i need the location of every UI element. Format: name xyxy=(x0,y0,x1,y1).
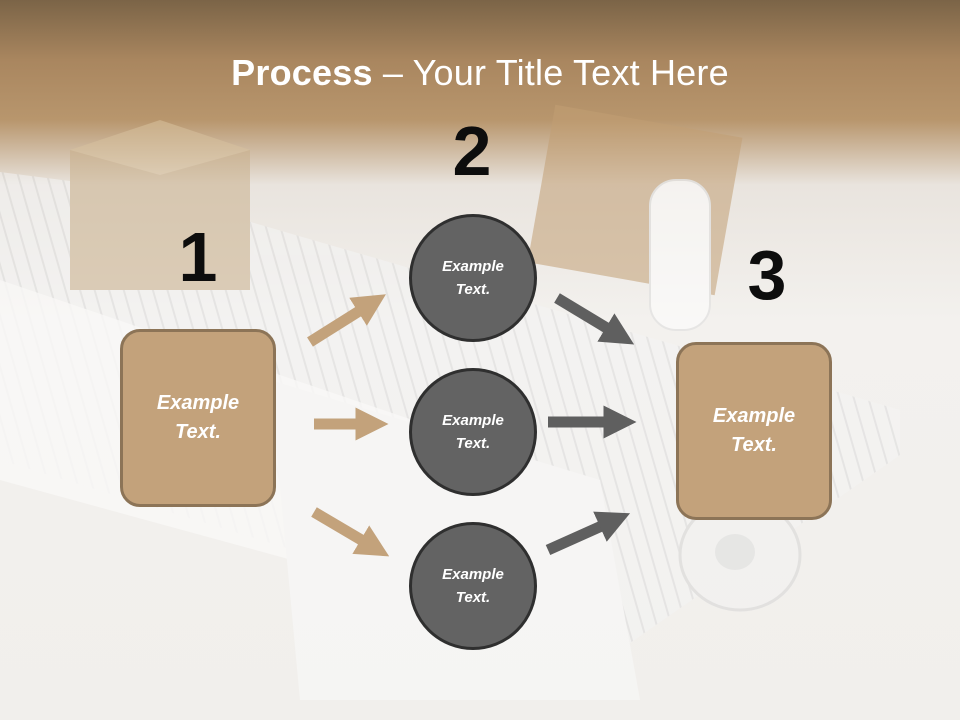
title-rest: – Your Title Text Here xyxy=(372,52,729,93)
circle2-line2: Text. xyxy=(455,435,491,452)
step3-line2: Text. xyxy=(731,434,777,456)
step3-line1: Example xyxy=(712,405,796,427)
step-number-1: 1 xyxy=(178,218,218,296)
arrow-step1-to-circle3 xyxy=(311,507,390,557)
step1-line2: Text. xyxy=(175,421,221,443)
step-number-2: 2 xyxy=(452,112,492,190)
step1-line1: Example xyxy=(156,392,240,414)
circle3-line1: Example xyxy=(442,566,504,583)
circle3-line2: Text. xyxy=(455,589,491,606)
arrow-circle3-to-step3 xyxy=(545,511,631,556)
slide-title: Process – Your Title Text Here xyxy=(0,52,960,94)
circle1-line2: Text. xyxy=(455,281,491,298)
arrow-step1-to-circle1 xyxy=(307,294,386,347)
circle2-line1: Example xyxy=(442,412,504,429)
title-bold: Process xyxy=(231,52,373,93)
step-number-3: 3 xyxy=(747,236,787,314)
arrow-circle1-to-step3 xyxy=(554,293,635,345)
circle1-line1: Example xyxy=(442,258,504,275)
